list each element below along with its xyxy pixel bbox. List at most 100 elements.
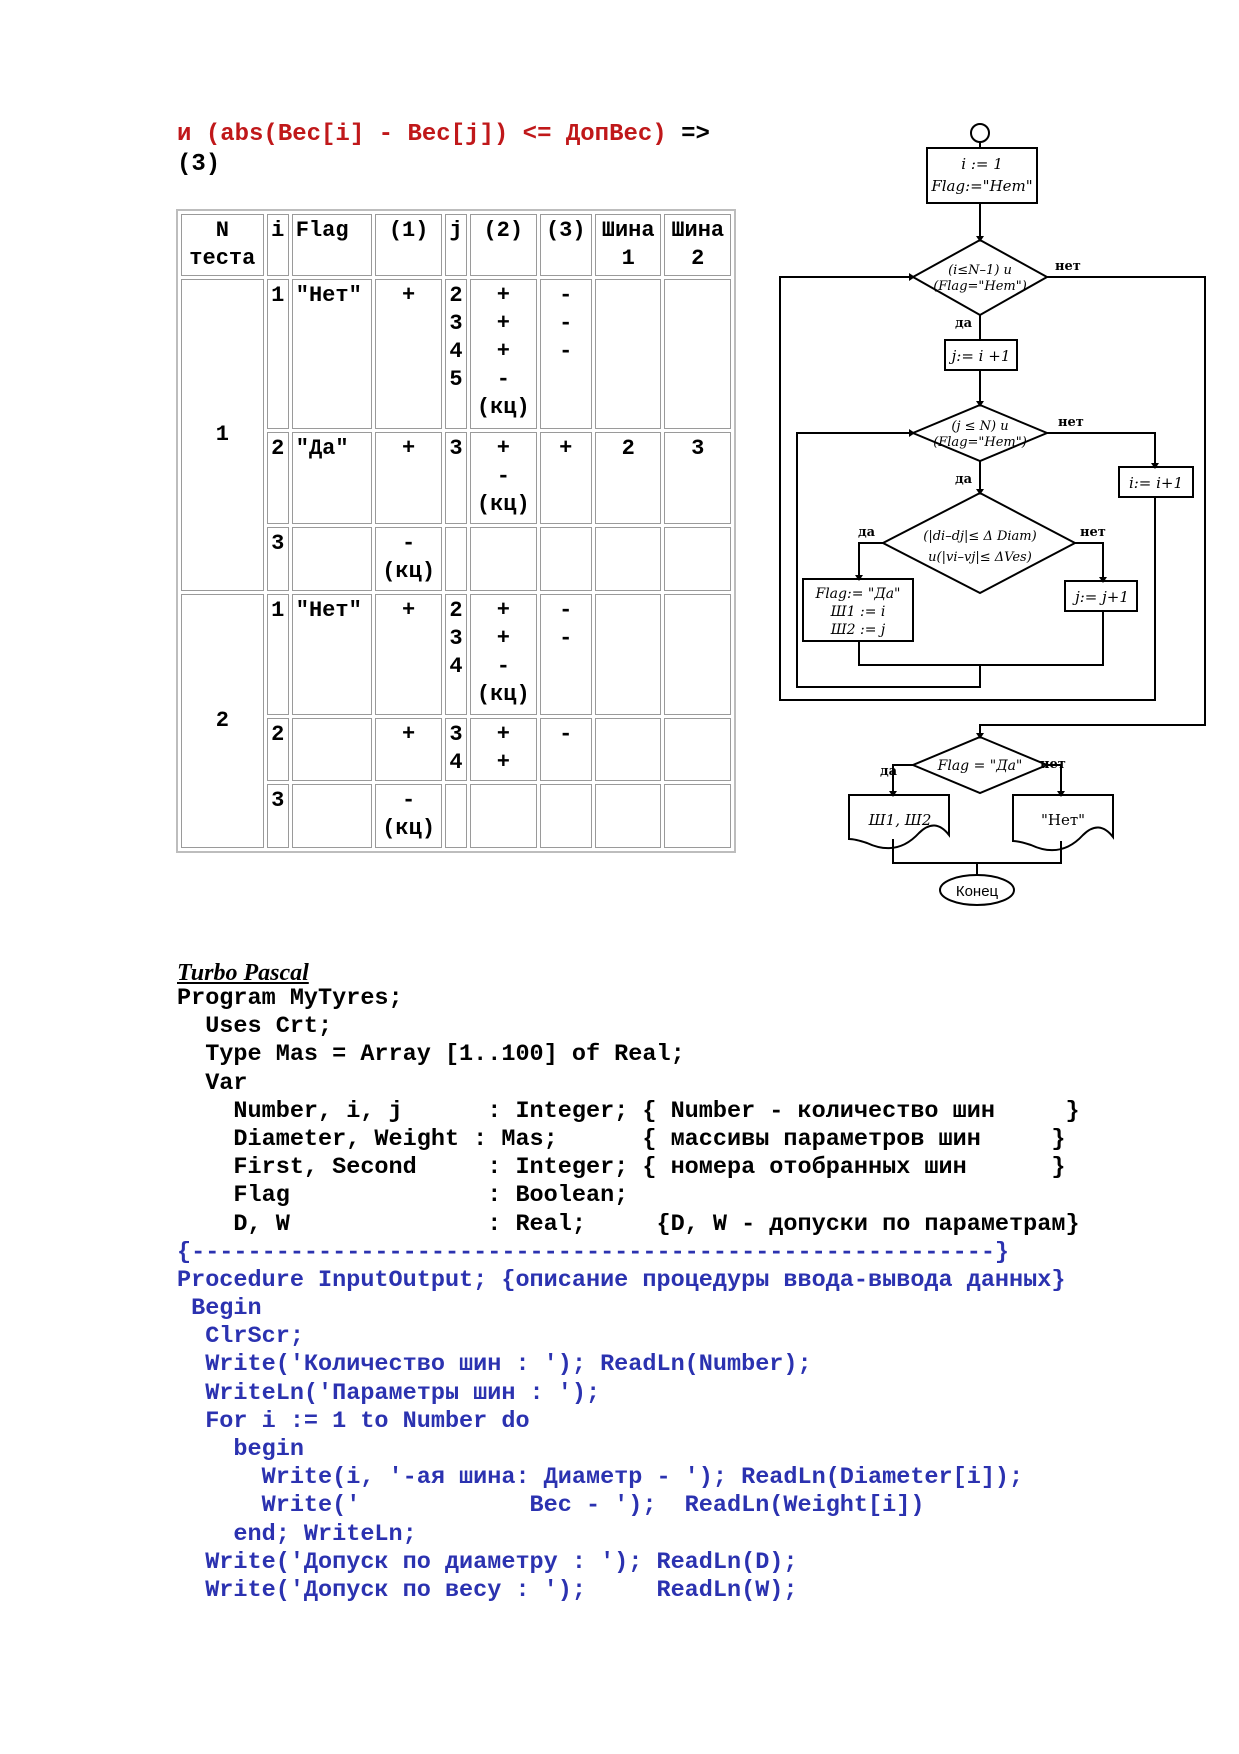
cell-i-line: 3 xyxy=(271,531,285,557)
cell-c3: --- xyxy=(539,279,592,429)
cell-c2 xyxy=(470,784,537,848)
cell-s2 xyxy=(664,784,731,848)
table-row: 3 -(кц) xyxy=(181,527,731,591)
cell-j-line: 3 xyxy=(449,311,463,336)
cell-j-line: 3 xyxy=(449,721,463,747)
cell-s1 xyxy=(594,593,662,715)
cell-c2-line: - xyxy=(496,463,510,489)
test-number-cell: 2 xyxy=(181,593,264,848)
check-no-label: нет xyxy=(1080,525,1106,540)
incr-j-box xyxy=(1064,580,1138,612)
cell-c2-line: + xyxy=(496,597,510,623)
check-text-1: (|di–dj|≤ Δ Diam) xyxy=(923,529,1036,544)
output-yes-text: Ш1, Ш2 xyxy=(868,811,932,829)
cell-c2-line: (кц) xyxy=(476,491,530,517)
code-line: D, W : Real; {D, W - допуски по параметр… xyxy=(177,1210,1080,1238)
code-line: Procedure InputOutput; {описание процеду… xyxy=(177,1266,1066,1294)
cell-j-line: 3 xyxy=(449,625,463,651)
cell-c2-line: + xyxy=(496,749,510,775)
cell-j-line: 4 xyxy=(449,749,463,775)
cell-c3: + xyxy=(539,431,592,525)
condition-keyword: и xyxy=(177,121,192,148)
code-line: Uses Crt; xyxy=(177,1013,333,1041)
cell-j-line: 4 xyxy=(449,653,463,679)
cell-s2: 3 xyxy=(664,431,731,525)
cell-s1 xyxy=(594,784,662,848)
output-no-text: "Нет" xyxy=(1041,811,1085,829)
cell-c1-line: - xyxy=(402,531,416,557)
code-line: Type Mas = Array [1..100] of Real; xyxy=(177,1041,685,1069)
cell-c3 xyxy=(539,527,592,591)
code-line: For i := 1 to Number do xyxy=(177,1407,530,1435)
cell-c1: + xyxy=(375,431,442,525)
final-no-label: нет xyxy=(1040,757,1066,772)
start-terminal xyxy=(970,123,990,143)
code-line: Flag : Boolean; xyxy=(177,1182,629,1210)
code-listing: Program MyTyres; Uses Crt; Type Mas = Ar… xyxy=(177,985,1080,1605)
init-box xyxy=(926,147,1038,204)
header-cell: i xyxy=(266,214,289,276)
header-cell: (3) xyxy=(539,214,592,276)
incr-j-text: j:= j+1 xyxy=(1072,588,1129,606)
code-line: Write(' Вес - '); ReadLn(Weight[i]) xyxy=(177,1492,925,1520)
cell-j: 3 xyxy=(444,431,468,525)
header-line: (3) xyxy=(545,218,586,243)
output-no-shape xyxy=(1012,794,1114,852)
cell-j-line: 2 xyxy=(449,597,463,623)
cell-s2 xyxy=(664,279,731,429)
parameter-check-condition xyxy=(880,491,1078,595)
cell-s1-line: 2 xyxy=(621,435,635,461)
cell-c1-line: + xyxy=(402,721,416,747)
cell-j-line: 3 xyxy=(449,435,463,461)
cell-i-line: 1 xyxy=(271,597,285,623)
check-text-2: и(|vi–vj|≤ ΔVes) xyxy=(928,550,1032,565)
header-line: j xyxy=(449,218,463,243)
cell-c3-line: - xyxy=(559,339,573,364)
cell-i-line: 3 xyxy=(271,788,285,814)
cell-c2-line: + xyxy=(496,721,510,747)
final-condition xyxy=(910,735,1050,795)
cell-j xyxy=(444,527,468,591)
header-line: i xyxy=(271,218,285,243)
inner-yes-label: да xyxy=(955,472,973,487)
code-line: Write('Допуск по весу : '); ReadLn(W); xyxy=(177,1576,798,1604)
cell-flag xyxy=(291,717,373,782)
assign-text-2: Ш1 := i xyxy=(830,604,886,620)
set-j-text: j:= i +1 xyxy=(949,347,1011,365)
test-number-cell: 1 xyxy=(181,279,264,591)
code-line: begin xyxy=(177,1436,304,1463)
table-row: 3-(кц) xyxy=(181,784,731,848)
cell-s2 xyxy=(664,717,731,782)
cell-c1-line: (кц) xyxy=(382,816,436,842)
header-line: Шина xyxy=(601,218,655,243)
header-line: Flag xyxy=(295,218,349,243)
cell-s2 xyxy=(664,593,731,715)
cell-i: 1 xyxy=(266,279,289,429)
inner-cond-text-1: (j ≤ N) и xyxy=(951,419,1008,434)
cell-c3 xyxy=(539,784,592,848)
cell-c3-line: - xyxy=(559,721,573,747)
output-yes-shape xyxy=(848,794,950,850)
cell-c2: +++-(кц) xyxy=(470,279,537,429)
cell-i-line: 2 xyxy=(271,435,285,461)
code-line: end; WriteLn; xyxy=(177,1520,417,1548)
cell-i-line: 2 xyxy=(271,721,285,747)
cell-c1: -(кц) xyxy=(375,527,442,591)
header-cell: Flag xyxy=(291,214,373,276)
cell-flag-line: "Да" xyxy=(295,435,349,461)
condition-text: и (abs(Вес[i] - Вес[j]) <= ДопВес) => (3… xyxy=(177,120,710,180)
language-label: Turbo Pascal xyxy=(177,960,309,986)
cell-s2-line: 3 xyxy=(691,435,705,461)
incr-i-text: i:= i+1 xyxy=(1129,474,1183,492)
cell-c1: + xyxy=(375,593,442,715)
cell-c1-line: + xyxy=(402,597,416,623)
header-line: N xyxy=(215,218,229,243)
cell-i: 3 xyxy=(266,784,289,848)
cell-c3-line: - xyxy=(559,283,573,308)
